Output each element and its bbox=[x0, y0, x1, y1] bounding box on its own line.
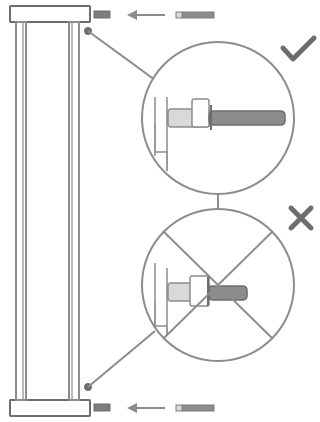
incorrect-detail-frame-corner bbox=[154, 302, 168, 335]
incorrect-detail-insert bbox=[189, 275, 210, 307]
gate-frame bbox=[9, 5, 111, 417]
top-screw-on-frame bbox=[93, 10, 111, 19]
checkmark-icon bbox=[280, 35, 317, 62]
top-insertion-guide bbox=[127, 10, 215, 20]
correct-detail-spindle bbox=[208, 110, 286, 126]
correct-detail bbox=[141, 41, 295, 195]
bottom-screw-on-frame bbox=[93, 403, 111, 412]
top-bracket bbox=[9, 5, 91, 23]
cross-icon bbox=[288, 205, 314, 231]
incorrect-detail-strike-2 bbox=[162, 230, 274, 340]
top-arrow-head bbox=[127, 10, 137, 20]
right-post bbox=[68, 21, 80, 401]
top-loose-spindle-left-end bbox=[175, 11, 183, 19]
bottom-insertion-guide bbox=[127, 403, 215, 413]
bottom-loose-spindle-left-end bbox=[175, 404, 183, 412]
left-post bbox=[15, 21, 27, 401]
incorrect-detail bbox=[141, 208, 295, 362]
top-callout-line bbox=[87, 30, 156, 81]
correct-detail-insert bbox=[191, 98, 210, 128]
callout-lines bbox=[84, 27, 219, 391]
correct-detail-frame-corner bbox=[154, 124, 168, 171]
bottom-bracket bbox=[9, 399, 91, 417]
bottom-callout-line bbox=[87, 330, 156, 388]
bottom-arrow-head bbox=[127, 403, 137, 413]
